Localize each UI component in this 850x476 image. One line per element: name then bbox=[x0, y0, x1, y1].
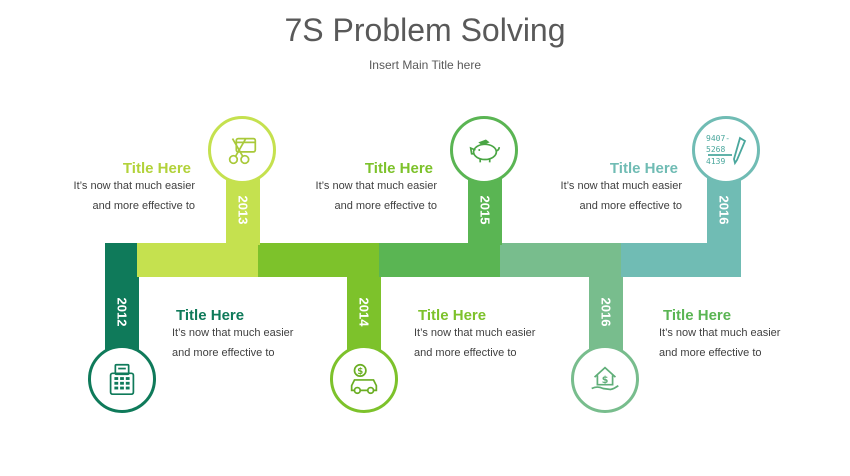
band-segment-2013 bbox=[137, 243, 260, 277]
svg-text:$: $ bbox=[357, 367, 363, 377]
band-segment-2016a bbox=[500, 243, 623, 277]
milestone-text-2016a-line2: and more effective to bbox=[659, 347, 762, 359]
year-label-2015: 2015 bbox=[477, 195, 493, 225]
milestone-title-2016a: Title Here bbox=[663, 307, 732, 324]
milestone-text-2015-line2: and more effective to bbox=[334, 200, 437, 212]
digits-line-3: 4139 bbox=[706, 157, 725, 166]
milestone-text-2013-line1: It’s now that much easier bbox=[73, 180, 195, 192]
year-label-2013: 2013 bbox=[235, 195, 251, 225]
page-subtitle: Insert Main Title here bbox=[368, 58, 482, 72]
milestone-circle-2012 bbox=[88, 345, 156, 413]
calculator-icon bbox=[109, 363, 135, 396]
milestone-text-2016a-line1: It’s now that much easier bbox=[659, 327, 781, 339]
milestone-text-2015-line1: It’s now that much easier bbox=[315, 180, 437, 192]
handwritten-numbers-icon: 9407- 5268 4139 bbox=[706, 134, 747, 166]
milestone-title-2016b: Title Here bbox=[609, 160, 678, 177]
stem-2016a bbox=[589, 277, 623, 355]
band-segment-2014 bbox=[258, 243, 381, 277]
milestone-title-2014: Title Here bbox=[418, 307, 487, 324]
band-segment-2012 bbox=[105, 243, 139, 277]
milestone-text-2013-line2: and more effective to bbox=[92, 200, 195, 212]
band-segment-2016b bbox=[621, 243, 741, 277]
milestone-text-2016b-line1: It’s now that much easier bbox=[560, 180, 682, 192]
milestone-circle-2016a: $ bbox=[571, 345, 639, 413]
digits-line-2: 5268 bbox=[706, 145, 725, 154]
milestone-text-2016b-line2: and more effective to bbox=[579, 200, 682, 212]
milestone-circle-2015 bbox=[450, 116, 518, 184]
house-dollar-icon: $ bbox=[591, 366, 619, 391]
stem-2014 bbox=[347, 277, 381, 355]
year-label-2012: 2012 bbox=[114, 297, 130, 327]
cut-card-icon bbox=[228, 137, 257, 165]
milestone-text-2012-line2: and more effective to bbox=[172, 347, 275, 359]
milestone-circle-2013 bbox=[208, 116, 276, 184]
milestone-text-2012-line1: It’s now that much easier bbox=[172, 327, 294, 339]
milestone-text-2014-line1: It’s now that much easier bbox=[414, 327, 536, 339]
stem-2012 bbox=[105, 277, 139, 355]
year-label-2016a: 2016 bbox=[598, 297, 614, 327]
milestone-title-2012: Title Here bbox=[176, 307, 245, 324]
band-segment-2015 bbox=[379, 243, 502, 277]
milestone-text-2014-line2: and more effective to bbox=[414, 347, 517, 359]
year-label-2014: 2014 bbox=[356, 297, 372, 327]
car-loan-icon: $ bbox=[350, 363, 378, 395]
svg-text:$: $ bbox=[602, 375, 609, 386]
year-label-2016b: 2016 bbox=[716, 195, 732, 225]
digits-line-1: 9407- bbox=[706, 134, 730, 143]
page-title: 7S Problem Solving bbox=[284, 12, 566, 48]
milestone-circle-2016b: 9407- 5268 4139 bbox=[692, 116, 760, 184]
milestone-circle-2014: $ bbox=[330, 345, 398, 413]
piggy-bank-icon bbox=[469, 139, 501, 163]
milestone-title-2015: Title Here bbox=[364, 160, 433, 177]
milestone-title-2013: Title Here bbox=[122, 160, 191, 177]
